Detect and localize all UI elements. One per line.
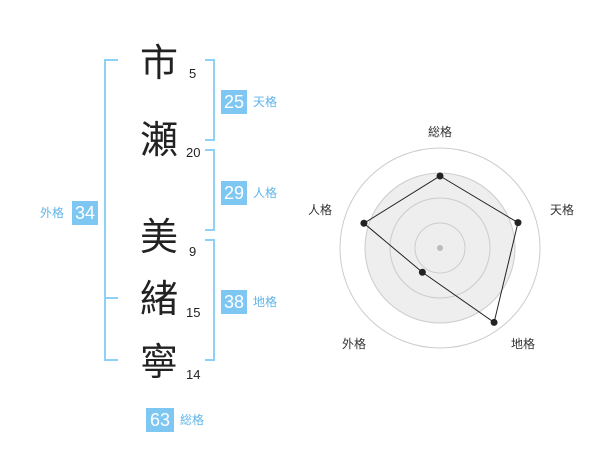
stroke-count-5: 14 [186, 367, 201, 382]
jinkaku-value: 29 [221, 181, 247, 205]
radar-center [437, 245, 443, 251]
name-char-1: 市 [140, 41, 179, 85]
stroke-count-2: 20 [186, 145, 201, 160]
jinkaku-label: 人格 [253, 186, 278, 200]
tenkaku-value: 25 [221, 90, 247, 114]
radar-ring-4 [339, 147, 541, 349]
radar-label-gaikaku: 外格 [342, 337, 367, 351]
stroke-count-1: 5 [189, 66, 197, 81]
tenkaku-label: 天格 [253, 95, 278, 109]
chikaku-value: 38 [221, 290, 247, 314]
radar-ring-2 [389, 197, 491, 299]
name-char-3: 美 [140, 215, 179, 259]
name-char-4: 緒 [140, 277, 179, 321]
radar-point-5 [360, 219, 368, 227]
stroke-count-3: 9 [189, 244, 197, 259]
soukaku-value: 63 [146, 408, 174, 432]
stroke-count-4: 15 [186, 305, 201, 320]
radar-label-chikaku: 地格 [511, 337, 536, 351]
name-char-2: 瀬 [140, 118, 179, 162]
gaikaku-value: 34 [72, 201, 98, 225]
radar-label-tenkaku: 天格 [550, 203, 575, 217]
chikaku-label: 地格 [253, 295, 278, 309]
radar-point-2 [514, 219, 522, 227]
name-char-5: 寧 [140, 340, 179, 384]
radar-point-1 [436, 172, 444, 180]
radar-ring-1 [414, 222, 466, 274]
radar-polygon [363, 175, 519, 324]
radar-label-soukaku: 総格 [428, 125, 453, 139]
gaikaku-label: 外格 [40, 206, 65, 220]
radar-label-jinkaku: 人格 [308, 203, 333, 217]
radar-point-4 [418, 268, 426, 276]
soukaku-label: 総格 [180, 413, 205, 427]
radar-point-3 [490, 318, 498, 326]
